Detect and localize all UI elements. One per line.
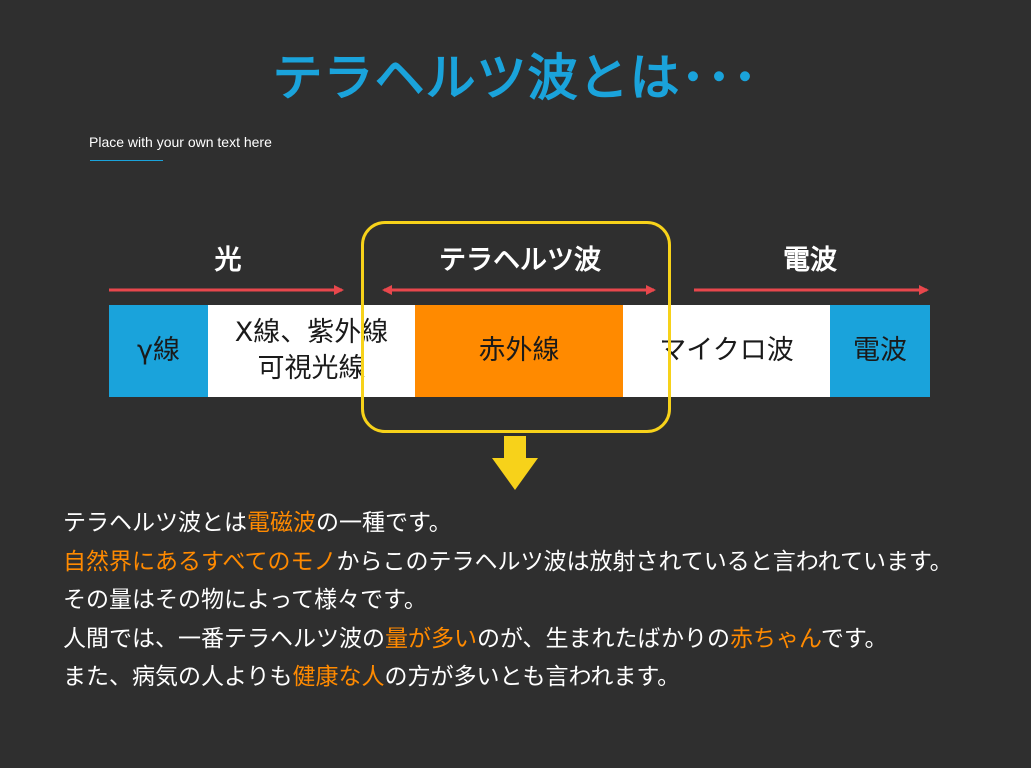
spectrum-gamma-label: γ線 <box>137 335 180 366</box>
text-span: です。 <box>820 625 888 652</box>
highlight-span: 自然界にあるすべてのモノ <box>63 548 337 575</box>
text-span: また、病気の人よりも <box>63 664 293 690</box>
highlight-span: 量が多い <box>385 625 477 652</box>
range-label-radio: 電波 <box>783 245 837 276</box>
spectrum-gamma: γ線 <box>109 305 208 397</box>
body-line-5: また、病気の人よりも健康な人の方が多いとも言われます。 <box>63 658 983 697</box>
subtitle-underline <box>90 160 163 161</box>
subtitle: Place with your own text here <box>89 134 272 150</box>
range-label-terahertz: テラヘルツ波 <box>439 245 601 276</box>
text-span: の方が多いとも言われます。 <box>384 664 681 690</box>
body-line-1: テラヘルツ波とは電磁波の一種です。 <box>63 504 983 543</box>
body-line-2: 自然界にあるすべてのモノからこのテラヘルツ波は放射されていると言われています。 <box>63 543 983 582</box>
spectrum-microwave-label: マイクロ波 <box>659 335 794 366</box>
text-span: の一種です。 <box>316 510 452 536</box>
highlight-span: 赤ちゃん <box>730 625 821 652</box>
spectrum-xray-uv-label: X線、紫外線 <box>234 317 389 348</box>
range-label-light: 光 <box>214 245 242 276</box>
text-span: 人間では、一番テラヘルツ波の <box>63 625 385 652</box>
text-span: からこのテラヘルツ波は放射されていると言われています。 <box>336 548 953 575</box>
spectrum-xray-uv-visible: X線、紫外線 可視光線 <box>208 305 415 397</box>
spectrum-microwave: マイクロ波 <box>623 305 830 397</box>
spectrum-radio-label: 電波 <box>853 335 907 366</box>
spectrum-infrared-label: 赤外線 <box>478 335 560 366</box>
body-text: テラヘルツ波とは電磁波の一種です。 自然界にあるすべてのモノからこのテラヘルツ波… <box>63 504 983 697</box>
down-arrow-icon <box>492 436 538 490</box>
highlight-span: 電磁波 <box>247 510 316 536</box>
spectrum-visible-label: 可視光線 <box>257 353 366 384</box>
body-line-3: その量はその物によって様々です。 <box>63 587 427 613</box>
text-span: のが、生まれたばかりの <box>477 625 730 652</box>
page-title: テラヘルツ波とは･･･ <box>272 49 759 107</box>
body-line-4: 人間では、一番テラヘルツ波の量が多いのが、生まれたばかりの赤ちゃんです。 <box>63 620 983 659</box>
spectrum-radio: 電波 <box>830 305 930 397</box>
spectrum-infrared: 赤外線 <box>415 305 623 397</box>
text-span: テラヘルツ波とは <box>63 510 247 536</box>
highlight-span: 健康な人 <box>292 664 385 690</box>
spectrum-bar: γ線 X線、紫外線 可視光線 赤外線 マイクロ波 電波 <box>109 305 930 397</box>
